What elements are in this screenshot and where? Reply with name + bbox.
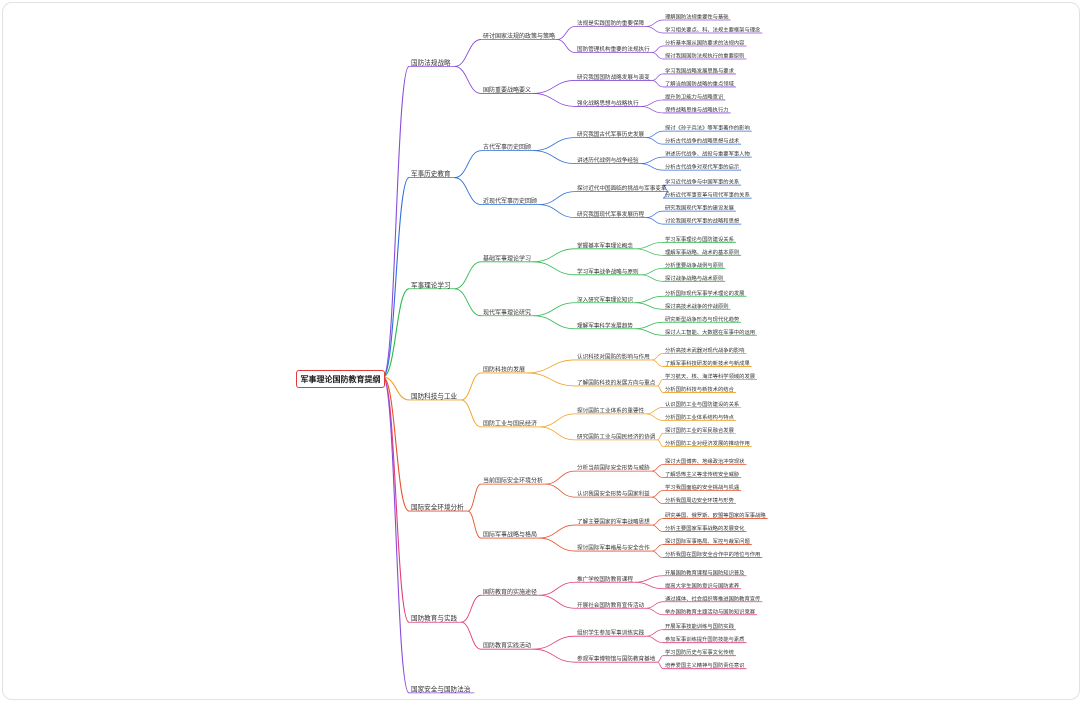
topic-node[interactable]: 现代军事理论研究 — [483, 308, 531, 316]
subtopic-node[interactable]: 参观军事博物馆与国防教育基地 — [577, 655, 656, 663]
leaf-node[interactable]: 分析近代军事变革与现代军事的关系 — [665, 191, 750, 199]
leaf-node[interactable]: 学习相关要点、科、法规主要框架与理念 — [665, 26, 761, 34]
branch-node[interactable]: 军事历史教育 — [411, 169, 451, 178]
leaf-node[interactable]: 探讨《孙子兵法》等军事著作的影响 — [665, 124, 750, 132]
leaf-node[interactable]: 分析国防工业对经济发展的推动作用 — [665, 439, 750, 447]
leaf-node[interactable]: 分析基本服从国防要求的法规内容 — [665, 39, 745, 47]
leaf-node[interactable]: 学习我国战略发展思路与要求 — [665, 66, 735, 74]
subtopic-node[interactable]: 研究国防工业与国民经济的协调 — [577, 432, 656, 440]
leaf-node[interactable]: 分析古代战争的战略思想与战术 — [665, 137, 740, 145]
subtopic-node[interactable]: 认识我国安全形势与国家利益 — [577, 490, 650, 498]
leaf-node[interactable]: 探讨我国国防法规执行的重要原则 — [665, 52, 744, 60]
subtopic-node[interactable]: 掌握基本军事理论概念 — [577, 241, 633, 249]
topic-node[interactable]: 研讨国家法规的政策与策略 — [483, 32, 555, 40]
leaf-node[interactable]: 通过媒体、社会组织等推进国防教育宣传 — [665, 594, 761, 602]
leaf-node[interactable]: 讨论我国现代军事的战略和思想 — [665, 217, 740, 225]
leaf-node[interactable]: 开展国防教育课程与国防知识普及 — [665, 568, 745, 576]
subtopic-node[interactable]: 强化战略思想与战略执行 — [577, 99, 639, 107]
leaf-node[interactable]: 分析古代战争对现代军事的启示 — [665, 163, 739, 171]
topic-node[interactable]: 古代军事历史回顾 — [483, 143, 531, 151]
topic-node[interactable]: 国防教育的实施途径 — [483, 588, 537, 596]
root-node[interactable]: 军事理论国防教育提纲 — [296, 370, 385, 388]
leaf-node[interactable]: 研究美国、俄罗斯、欧盟等国家的军事战略 — [665, 511, 766, 519]
leaf-node[interactable]: 保持战略思维与战略执行力 — [665, 105, 729, 113]
leaf-node[interactable]: 学习军事理论与国防建设关系 — [665, 235, 734, 243]
topic-node[interactable]: 当前国际安全环境分析 — [483, 477, 543, 485]
branch-node[interactable]: 军事理论学习 — [411, 280, 451, 289]
subtopic-node[interactable]: 研究我国国防战略发展与演变 — [577, 73, 650, 81]
leaf-node[interactable]: 探讨高技术战争的作战原则 — [665, 302, 729, 310]
subtopic-node[interactable]: 了解主要国家的军事战略思想 — [577, 518, 650, 526]
leaf-node[interactable]: 研究新型战争形态与现代化趋势 — [665, 315, 740, 323]
subtopic-node[interactable]: 法规是实践国防的重要保障 — [577, 19, 645, 27]
subtopic-node[interactable]: 探讨国际军事格局与安全合作 — [577, 544, 650, 552]
topic-node[interactable]: 国际军事战略与格局 — [483, 531, 537, 539]
leaf-node[interactable]: 理解国防法规重要性与基础 — [665, 13, 729, 21]
leaf-node[interactable]: 分析我国周边安全环境与形势 — [665, 496, 735, 504]
subtopic-node[interactable]: 探讨近代中国面临的挑战与军事变革 — [577, 184, 667, 192]
subtopic-node[interactable]: 深入研究军事理论知识 — [577, 295, 633, 303]
leaf-node[interactable]: 探讨国防工业的军民融合发展 — [665, 426, 735, 434]
leaf-node[interactable]: 了解军事科技研发的新技术与新成果 — [665, 359, 750, 367]
subtopic-node[interactable]: 国防管理机构重要的法规执行 — [577, 45, 650, 53]
subtopic-node[interactable]: 研究我国古代军事历史发展 — [577, 130, 645, 138]
leaf-node[interactable]: 了解恐怖主义等非传统安全威胁 — [665, 470, 740, 478]
leaf-node[interactable]: 分析高技术武器对现代战争的影响 — [665, 346, 744, 354]
leaf-node[interactable]: 研究我国现代军事的建设发展 — [665, 204, 735, 212]
leaf-node[interactable]: 培养爱国主义精神与国防责任意识 — [665, 661, 744, 669]
leaf-node[interactable]: 举办国防教育主题活动与国防知识竞赛 — [665, 607, 756, 615]
topic-node[interactable]: 国防工业与国民经济 — [483, 419, 537, 427]
subtopic-node[interactable]: 探讨国防工业体系的重要性 — [577, 406, 645, 414]
leaf-node[interactable]: 提升防卫能力与战略意识 — [665, 92, 723, 100]
subtopic-node[interactable]: 开展社会国防教育宣传活动 — [577, 601, 645, 609]
subtopic-node[interactable]: 了解国防科技的发展方向与重点 — [577, 378, 656, 386]
leaf-node[interactable]: 分析国际现代军事学术理论的发展 — [665, 289, 745, 297]
leaf-node[interactable]: 分析我国在国际安全合作中的地位与作用 — [665, 550, 760, 558]
subtopic-node[interactable]: 研究我国现代军事发展历程 — [577, 210, 645, 218]
leaf-node[interactable]: 分析国防工业体系结构与特点 — [665, 413, 735, 421]
leaf-node[interactable]: 分析国防科技与新技术的结合 — [665, 385, 735, 393]
leaf-node[interactable]: 开展军事技能训练与国防实践 — [665, 622, 735, 630]
topic-node[interactable]: 国防重要战略要义 — [483, 86, 531, 94]
leaf-node[interactable]: 理解军事战略、战术的基本原则 — [665, 248, 739, 256]
subtopic-node[interactable]: 学习军事战争战略与原则 — [577, 267, 639, 275]
branch-node[interactable]: 国际安全环境分析 — [411, 503, 464, 512]
branch-node[interactable]: 国防教育与实践 — [411, 614, 458, 623]
leaf-node[interactable]: 学习航天、核、海洋等科学领域的发展 — [665, 372, 756, 380]
branch-node[interactable]: 国家安全与国防法治 — [411, 684, 471, 693]
subtopic-node[interactable]: 认识科技对国防的影响与作用 — [577, 352, 650, 360]
branch-node[interactable]: 国防科技与工业 — [411, 391, 458, 400]
leaf-node[interactable]: 学习近代战争与中国军事的关系 — [665, 178, 739, 186]
leaf-node[interactable]: 探讨人工智能、大数据在军事中的运用 — [665, 328, 755, 336]
subtopic-node[interactable]: 组织学生参加军事训练实践 — [577, 629, 645, 637]
topic-node[interactable]: 国防科技的发展 — [483, 365, 525, 373]
leaf-node[interactable]: 探讨战争战略与战术原则 — [665, 274, 723, 282]
leaf-node[interactable]: 讲述历代战争、战役与重要军事人物 — [665, 150, 750, 158]
leaf-node[interactable]: 提高大学生国防意识与国防素养 — [665, 581, 740, 589]
subtopic-node[interactable]: 理解军事科学发展趋势 — [577, 321, 633, 329]
topic-node[interactable]: 国防教育实践活动 — [483, 642, 531, 650]
topic-node[interactable]: 近现代军事历史回顾 — [483, 197, 537, 205]
leaf-node[interactable]: 了解当前国防战略的重点领域 — [665, 79, 735, 87]
branch-node[interactable]: 国防法规战略 — [411, 58, 451, 67]
leaf-node[interactable]: 参加军事训练提升国防技能与素质 — [665, 635, 745, 643]
leaf-node[interactable]: 探讨大国博弈、地缘政治冲突现状 — [665, 457, 745, 465]
subtopic-node[interactable]: 推广学校国防教育课程 — [577, 575, 633, 583]
leaf-node[interactable]: 探讨国际军事格局、军控与裁军问题 — [665, 537, 750, 545]
leaf-node[interactable]: 学习我国面临的安全挑战与机遇 — [665, 483, 740, 491]
subtopic-node[interactable]: 分析当前国际安全形势与威胁 — [577, 464, 650, 472]
leaf-node[interactable]: 认识国防工业与国防建设的关系 — [665, 400, 739, 408]
leaf-node[interactable]: 分析重要战争战例与原则 — [665, 261, 723, 269]
subtopic-node[interactable]: 讲述历代战例与战争经验 — [577, 156, 639, 164]
leaf-node[interactable]: 学习国防历史与军事文化传统 — [665, 648, 735, 656]
topic-node[interactable]: 基础军事理论学习 — [483, 254, 531, 262]
leaf-node[interactable]: 分析主要国家军事战略的发展变化 — [665, 524, 745, 532]
